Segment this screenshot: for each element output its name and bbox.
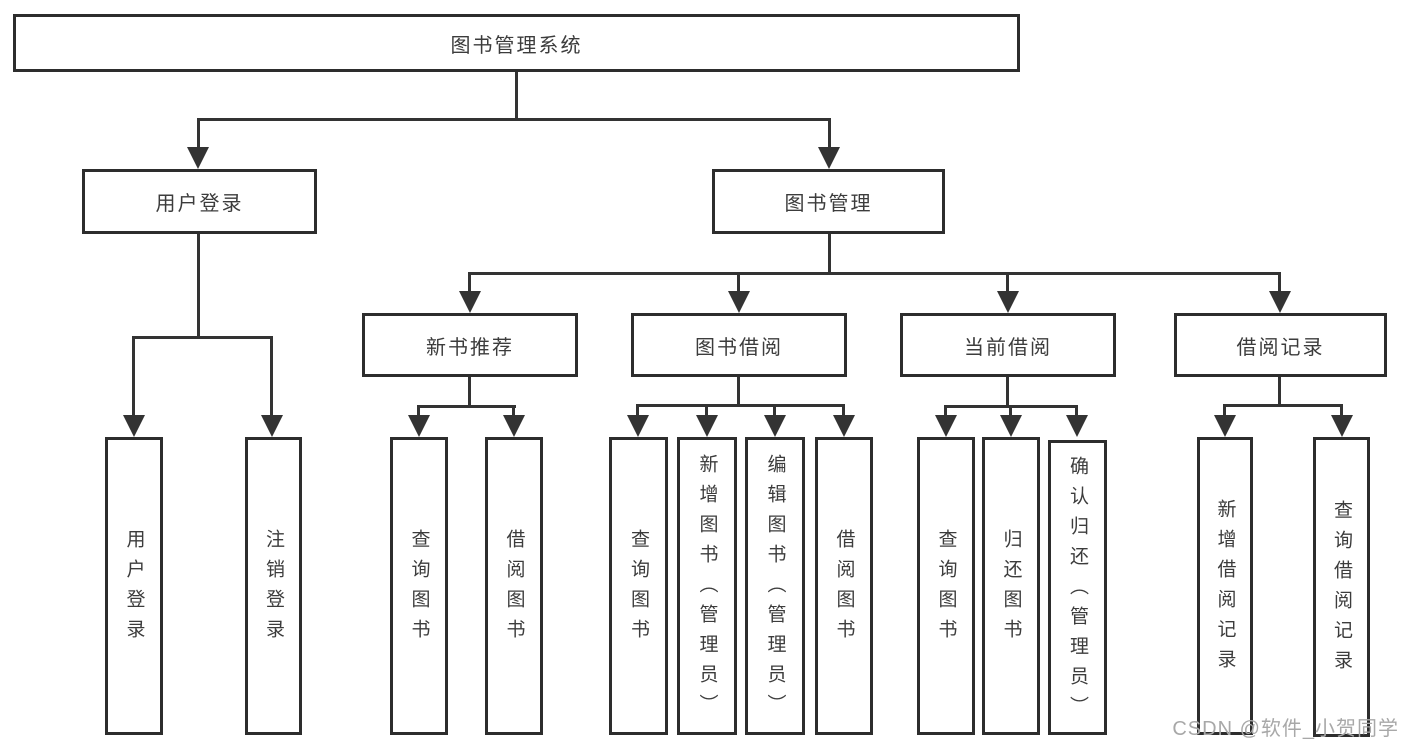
arrow-down-icon [833,415,855,437]
connector-line [636,404,845,407]
arrow-down-icon [408,415,430,437]
connector-line [1278,377,1281,407]
connector-line [636,404,639,419]
connector-line [773,404,776,419]
connector-line [1223,404,1343,407]
leaf-edit-books-admin: 编辑图书（管理员） [745,437,805,735]
connector-line [705,404,708,419]
arrow-down-icon [1214,415,1236,437]
node-current-borrowing: 当前借阅 [900,313,1116,377]
connector-line [468,377,471,408]
node-new-book-recommend: 新书推荐 [362,313,578,377]
connector-line [1340,404,1343,419]
leaf-logout: 注销登录 [245,437,302,735]
connector-line [1075,405,1078,419]
connector-line [1009,405,1012,419]
connector-line [270,336,273,418]
connector-line [737,377,740,407]
node-book-borrowing: 图书借阅 [631,313,847,377]
connector-line [944,405,947,419]
leaf-query-books-borrowing: 查询图书 [609,437,668,735]
arrow-down-icon [1269,291,1291,313]
connector-line [828,118,831,152]
connector-line [197,118,200,152]
connector-line [1223,404,1226,419]
node-root-system: 图书管理系统 [13,14,1020,72]
arrow-down-icon [1331,415,1353,437]
arrow-down-icon [764,415,786,437]
leaf-confirm-return-admin: 确认归还（管理员） [1048,440,1107,735]
arrow-down-icon [997,291,1019,313]
arrow-down-icon [1000,415,1022,437]
arrow-down-icon [261,415,283,437]
leaf-borrow-books-recommend: 借阅图书 [485,437,543,735]
node-user-login: 用户登录 [82,169,317,234]
connector-line [417,405,420,419]
arrow-down-icon [503,415,525,437]
connector-line [468,272,471,294]
connector-line [1006,377,1009,408]
node-borrowing-records: 借阅记录 [1174,313,1387,377]
arrow-down-icon [459,291,481,313]
arrow-down-icon [123,415,145,437]
connector-line [1006,272,1009,294]
node-book-management: 图书管理 [712,169,945,234]
arrow-down-icon [935,415,957,437]
arrow-down-icon [696,415,718,437]
arrow-down-icon [818,147,840,169]
leaf-query-books-current: 查询图书 [917,437,975,735]
connector-line [197,234,200,339]
arrow-down-icon [728,291,750,313]
connector-line [197,118,831,121]
connector-line [417,405,516,408]
csdn-watermark: CSDN @软件_小贺同学 [1172,718,1399,740]
connector-line [132,336,273,339]
arrow-down-icon [627,415,649,437]
connector-line [468,272,1281,275]
arrow-down-icon [1066,415,1088,437]
connector-line [828,234,831,275]
connector-line [1278,272,1281,294]
connector-line [842,404,845,419]
leaf-query-borrow-record: 查询借阅记录 [1313,437,1370,737]
connector-line [515,71,518,119]
connector-line [512,405,515,419]
leaf-user-login: 用户登录 [105,437,163,735]
arrow-down-icon [187,147,209,169]
leaf-add-borrow-record: 新增借阅记录 [1197,437,1253,735]
leaf-add-books-admin: 新增图书（管理员） [677,437,737,735]
leaf-query-books-recommend: 查询图书 [390,437,448,735]
connector-line [132,336,135,418]
leaf-return-books: 归还图书 [982,437,1040,735]
leaf-borrow-books: 借阅图书 [815,437,873,735]
connector-line [737,272,740,294]
